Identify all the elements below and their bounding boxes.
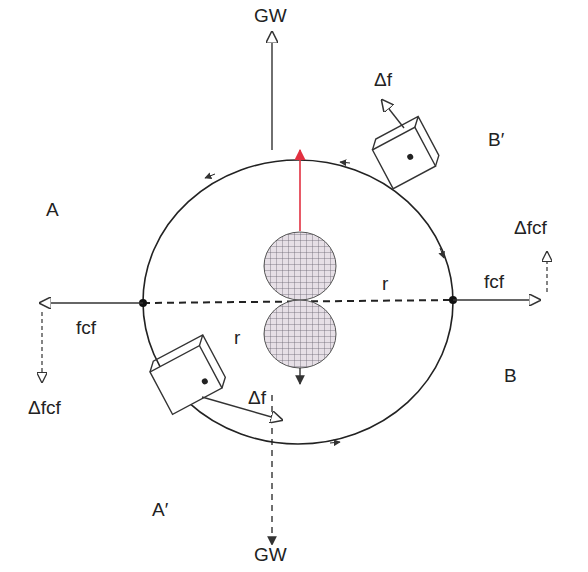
radius-label: r xyxy=(232,328,242,349)
point-label: A xyxy=(44,200,61,221)
fcf-label: fcf xyxy=(482,272,506,293)
delta-arrow xyxy=(382,100,404,128)
force-arrow xyxy=(40,302,143,303)
point-label: A′ xyxy=(150,500,170,521)
point-label: B′ xyxy=(486,130,506,151)
orbit-arrow xyxy=(205,174,215,178)
fcf-label: fcf xyxy=(74,318,98,339)
force-arrow xyxy=(453,299,540,300)
orbit-arrow xyxy=(440,248,444,258)
delta-fcf-label: Δfcf xyxy=(512,218,549,239)
force-arrow xyxy=(41,312,42,382)
delta-f-label: Δf xyxy=(372,70,394,91)
delta-arrow xyxy=(202,397,282,420)
force-arrow xyxy=(546,252,547,292)
radius-label: r xyxy=(380,274,390,295)
down-arrow xyxy=(299,368,300,384)
delta-fcf-label: Δfcf xyxy=(26,398,63,419)
gw-label: GW xyxy=(252,545,289,566)
point-label: B xyxy=(502,366,519,387)
mass-lobe xyxy=(264,232,336,300)
gw-label: GW xyxy=(252,6,289,27)
orbit-arrow xyxy=(330,442,340,443)
mass-lobe xyxy=(264,300,336,368)
gw-arrow xyxy=(271,32,272,150)
red-arrow xyxy=(299,150,301,231)
orbit xyxy=(143,160,453,444)
detector-box xyxy=(369,116,443,188)
orbit-arrow xyxy=(340,162,350,163)
detector-box xyxy=(146,335,229,414)
delta-f-label: Δf xyxy=(246,388,268,409)
